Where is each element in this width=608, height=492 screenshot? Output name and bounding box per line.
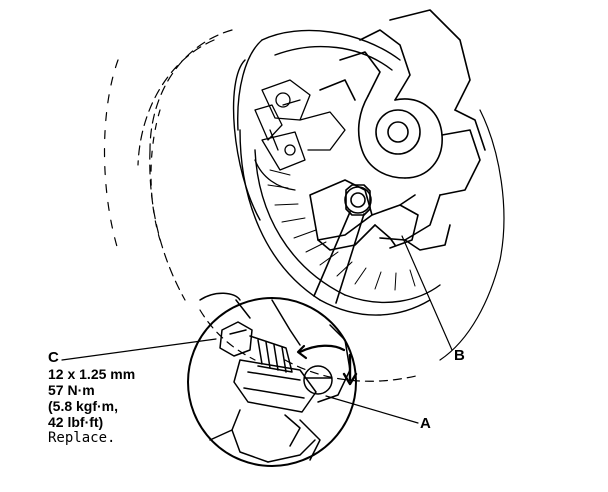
torque-kgf: (5.8 kgf·m,: [48, 398, 119, 414]
ball-joint-nut: [344, 184, 372, 216]
steering-knuckle: [309, 9, 486, 251]
thread-size: 12 x 1.25 mm: [48, 366, 136, 382]
torque-spec-block: 12 x 1.25 mm 57 N·m (5.8 kgf·m, 42 lbf·f…: [48, 366, 135, 446]
callout-leaders: [61, 235, 453, 424]
magnifier-leader: [313, 211, 365, 304]
brake-caliper: [254, 79, 346, 191]
torque-nm: 57 N·m: [48, 382, 95, 398]
torque-lbf: 42 lbf·ft): [48, 414, 104, 430]
callout-b-label: B: [454, 347, 465, 364]
callout-a-label: A: [420, 415, 431, 432]
replace-note: Replace.: [48, 430, 116, 446]
callout-c-label: C: [48, 349, 59, 366]
magnified-detail: [187, 297, 357, 467]
tire-outline: [103, 29, 505, 382]
magnified-parts: [199, 292, 358, 463]
brake-rotor: [232, 29, 441, 316]
